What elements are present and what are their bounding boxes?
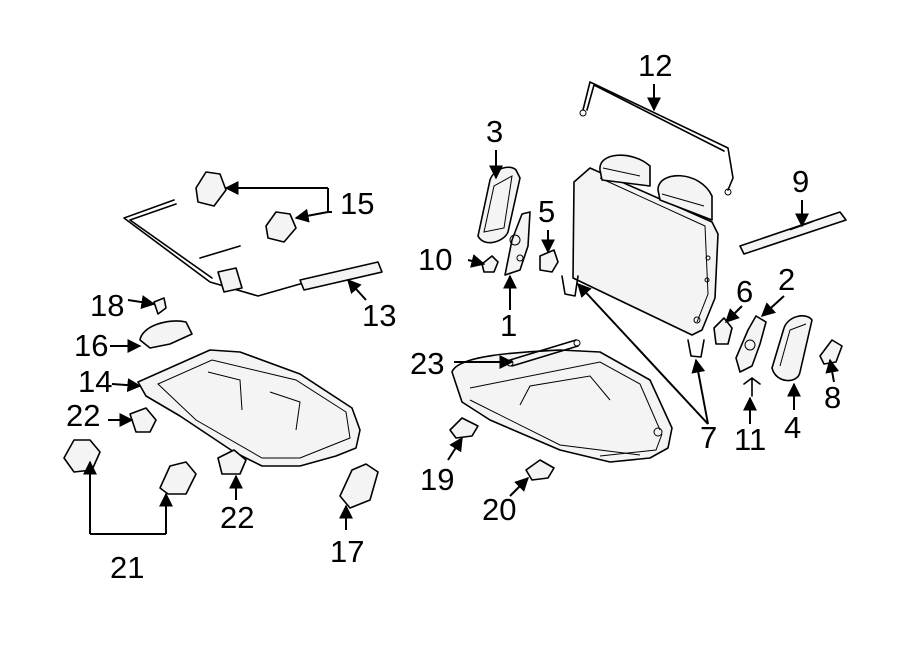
- rear-seat-cushion: [451, 349, 673, 463]
- part-21a-hinge: [63, 439, 101, 473]
- callout-4: 4: [784, 410, 801, 445]
- leader-lines: [83, 84, 840, 535]
- callout-18: 18: [90, 288, 124, 323]
- callout-16: 16: [74, 328, 108, 363]
- callout-8: 8: [824, 380, 841, 415]
- callout-7: 7: [700, 420, 717, 455]
- part-10-knob: [481, 255, 499, 273]
- part-20-bracket: [525, 459, 555, 481]
- part-2-recliner: [735, 315, 767, 373]
- part-4-panel: [771, 315, 813, 382]
- callout-19: 19: [420, 462, 454, 497]
- part-3-cover: [477, 166, 521, 244]
- callout-5: 5: [538, 194, 555, 229]
- callout-14: 14: [78, 364, 112, 399]
- callout-22a: 22: [66, 398, 100, 433]
- callout-9: 9: [792, 164, 809, 199]
- callout-2: 2: [778, 262, 795, 297]
- part-7-clips: [561, 275, 705, 358]
- callout-17: 17: [330, 534, 364, 569]
- callout-10: 10: [418, 242, 452, 277]
- callout-13: 13: [362, 298, 396, 333]
- part-14-cushion-frame: [137, 349, 361, 467]
- callout-3: 3: [486, 114, 503, 149]
- part-18-clip: [153, 297, 167, 315]
- part-19-bracket: [449, 417, 479, 439]
- callout-23: 23: [410, 346, 444, 381]
- callout-6: 6: [736, 274, 753, 309]
- part-1-hinge: [504, 211, 531, 276]
- part-21b-hinge: [159, 461, 197, 495]
- part-8-cover: [819, 339, 843, 365]
- callout-1: 1: [500, 308, 517, 343]
- part-22a-clip: [129, 407, 157, 433]
- part-22b-clip: [217, 449, 247, 475]
- callout-15: 15: [340, 186, 374, 221]
- callout-11: 11: [734, 422, 766, 457]
- part-11-bolt: [743, 377, 761, 397]
- callout-21: 21: [110, 550, 144, 585]
- part-5-cap: [539, 249, 559, 273]
- rear-seat-back: [572, 154, 719, 336]
- callout-22b: 22: [220, 500, 254, 535]
- part-12-cable: [579, 81, 734, 196]
- part-16-cover: [139, 320, 193, 349]
- callout-12: 12: [638, 48, 672, 83]
- part-9-rail: [739, 211, 847, 255]
- part-13-15-cable-assembly: [123, 171, 383, 297]
- part-6-bushing: [713, 317, 733, 345]
- part-17-trim: [339, 463, 379, 509]
- callout-20: 20: [482, 492, 516, 527]
- callout-labels: 1 2 3 4 5 6 7 8 9 10 11 12 13 14 15 16 1…: [66, 48, 841, 585]
